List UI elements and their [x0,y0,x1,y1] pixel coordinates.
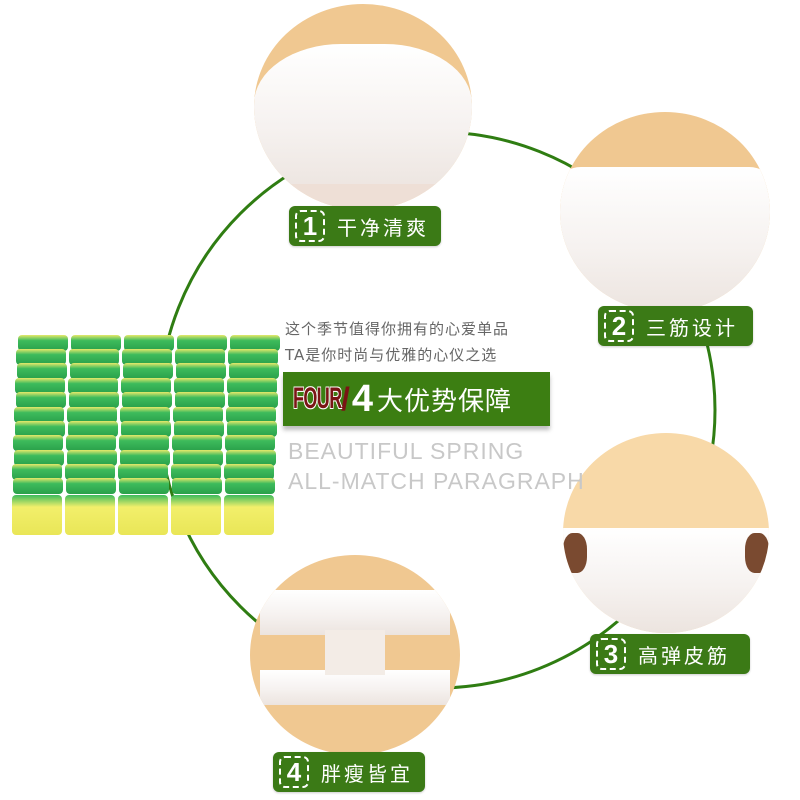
feature-photo-4 [250,555,460,755]
number-badge-4: 4 [279,756,309,788]
number-badge-1: 1 [295,210,325,242]
feature-photo-1 [254,4,472,210]
feature-photo-2 [560,112,770,312]
product-bundle-image [12,335,282,535]
feature-label-3: 3 高弹皮筋 [590,634,750,674]
number-badge-3: 3 [596,638,626,670]
feature-label-1: 1 干净清爽 [289,206,441,246]
banner-slash: / [341,380,350,417]
feature-label-4: 4 胖瘦皆宜 [273,752,425,792]
feature-text-3: 高弹皮筋 [638,643,730,668]
banner-number: 4 [351,377,374,420]
feature-label-2: 2 三筋设计 [598,306,753,346]
english-line-1: BEAUTIFUL SPRING [288,438,525,464]
feature-text-2: 三筋设计 [646,315,738,340]
tagline-line-1: 这个季节值得你拥有的心爱单品 [285,320,510,338]
tagline-line-2: TA是你时尚与优雅的心仪之选 [285,346,498,364]
feature-text-4: 胖瘦皆宜 [321,761,413,786]
banner-title: 大优势保障 [377,386,513,417]
feature-text-1: 干净清爽 [337,215,429,240]
number-badge-2: 2 [604,310,634,342]
english-line-2: ALL-MATCH PARAGRAPH [288,468,585,494]
advantages-banner: FOUR / 4 大优势保障 [283,372,550,426]
banner-four-text: FOUR [293,382,342,415]
feature-photo-3 [563,433,769,633]
